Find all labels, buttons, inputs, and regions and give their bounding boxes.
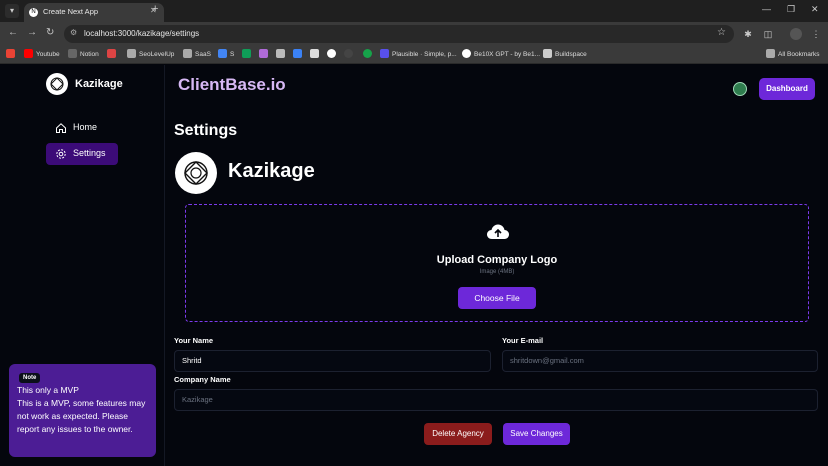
bookmark-app-icon[interactable] (107, 49, 119, 61)
extension-pin-icon[interactable]: ✱ (744, 29, 752, 39)
tab-search-icon[interactable]: ▾ (5, 4, 19, 18)
menu-kebab-icon[interactable]: ⋮ (811, 29, 821, 39)
choose-file-button[interactable]: Choose File (458, 287, 536, 309)
company-name-label: Company Name (174, 375, 231, 384)
bookmark-icon[interactable] (259, 49, 271, 61)
browser-tab[interactable]: N Create Next App ✕ (24, 3, 164, 22)
bookmark-star-icon[interactable]: ☆ (717, 27, 726, 38)
bookmark-icon[interactable] (293, 49, 305, 61)
close-window-icon[interactable]: ✕ (811, 4, 819, 14)
bookmark-be10x[interactable]: Be10X GPT - by Be1... (462, 49, 540, 61)
company-name: Kazikage (228, 160, 315, 182)
bookmark-s[interactable]: S (218, 49, 234, 61)
company-name-input[interactable]: Kazikage (174, 389, 818, 411)
sidebar-item-label: Settings (73, 148, 106, 158)
forward-icon[interactable]: → (27, 27, 37, 38)
email-input[interactable]: shritdown@gmail.com (502, 350, 818, 372)
note-body: This is a MVP, some features may not wor… (17, 398, 146, 434)
site-info-icon[interactable]: ⚙ (70, 28, 78, 37)
bookmark-buildspace[interactable]: Buildspace (543, 49, 587, 61)
save-changes-button[interactable]: Save Changes (503, 423, 570, 445)
nextjs-favicon-icon: N (29, 8, 38, 17)
mvp-note-toast: Note This only a MVP This is a MVP, some… (9, 364, 156, 457)
folder-icon (183, 49, 192, 58)
upload-title: Upload Company Logo (436, 254, 558, 266)
sidebar-item-settings[interactable]: Settings (46, 143, 118, 165)
bookmark-notion[interactable]: Notion (68, 49, 99, 61)
bookmark-icon[interactable] (276, 49, 288, 61)
page-title: Settings (174, 122, 238, 139)
browser-tab-bar: ▾ N Create Next App ✕ + — ❐ ✕ (0, 0, 828, 22)
buildspace-icon (543, 49, 552, 58)
plausible-icon (380, 49, 389, 58)
dashboard-button[interactable]: Dashboard (759, 78, 815, 100)
email-label: Your E-mail (502, 336, 544, 345)
code-icon (68, 49, 77, 58)
profile-icon[interactable] (790, 28, 802, 40)
minimize-icon[interactable]: — (762, 4, 771, 14)
back-icon[interactable]: ← (8, 27, 18, 38)
all-bookmarks[interactable]: All Bookmarks (766, 49, 820, 61)
youtube-icon (24, 49, 33, 58)
sidebar-item-home[interactable]: Home (46, 117, 118, 139)
app-title: ClientBase.io (178, 75, 286, 94)
bookmark-icon[interactable] (344, 49, 356, 61)
bookmark-plausible[interactable]: Plausible · Simple, p... (380, 49, 457, 61)
bookmark-saas[interactable]: SaaS (183, 49, 211, 61)
cloud-upload-icon (487, 224, 509, 239)
google-icon (218, 49, 227, 58)
bookmark-youtube[interactable]: Youtube (24, 49, 60, 61)
sidebar-item-label: Home (73, 122, 98, 132)
folder-icon (766, 49, 775, 58)
bookmark-icon[interactable] (310, 49, 322, 61)
bookmarks-bar: Youtube Notion SeoLevelUp SaaS S Plausib… (0, 46, 828, 64)
brand-logo-icon (46, 73, 68, 95)
note-title: This only a MVP (17, 385, 79, 395)
url-input[interactable]: ⚙ localhost:3000/kazikage/settings ☆ (64, 25, 734, 43)
restore-icon[interactable]: ❐ (787, 4, 796, 14)
logo-upload-dropzone[interactable]: Upload Company Logo Image (4MB) Choose F… (185, 204, 809, 322)
sheets-bookmark-icon[interactable] (242, 49, 254, 61)
name-input[interactable]: Shritd (174, 350, 491, 372)
brand-name: Kazikage (75, 78, 123, 90)
address-bar: ← → ↻ ⚙ localhost:3000/kazikage/settings… (0, 22, 828, 46)
url-text: localhost:3000/kazikage/settings (84, 29, 200, 38)
note-badge: Note (19, 373, 41, 383)
tab-title: Create Next App (43, 7, 99, 16)
company-logo-icon (175, 152, 217, 194)
avatar[interactable] (733, 82, 747, 96)
new-tab-icon[interactable]: + (152, 3, 159, 15)
extensions-icon[interactable]: ◫ (763, 29, 773, 39)
bookmark-icon[interactable] (363, 49, 375, 61)
gmail-bookmark-icon[interactable] (6, 49, 18, 61)
gpt-icon (462, 49, 471, 58)
upload-size-hint: Image (4MB) (479, 269, 515, 275)
gear-icon (56, 149, 66, 159)
folder-icon (127, 49, 136, 58)
github-icon[interactable] (327, 49, 339, 61)
name-label: Your Name (174, 336, 214, 345)
home-icon (56, 123, 66, 133)
reload-icon[interactable]: ↻ (46, 27, 55, 38)
delete-agency-button[interactable]: Delete Agency (424, 423, 492, 445)
bookmark-seolevelup[interactable]: SeoLevelUp (127, 49, 174, 61)
tab-close-icon[interactable]: ✕ (150, 6, 157, 15)
